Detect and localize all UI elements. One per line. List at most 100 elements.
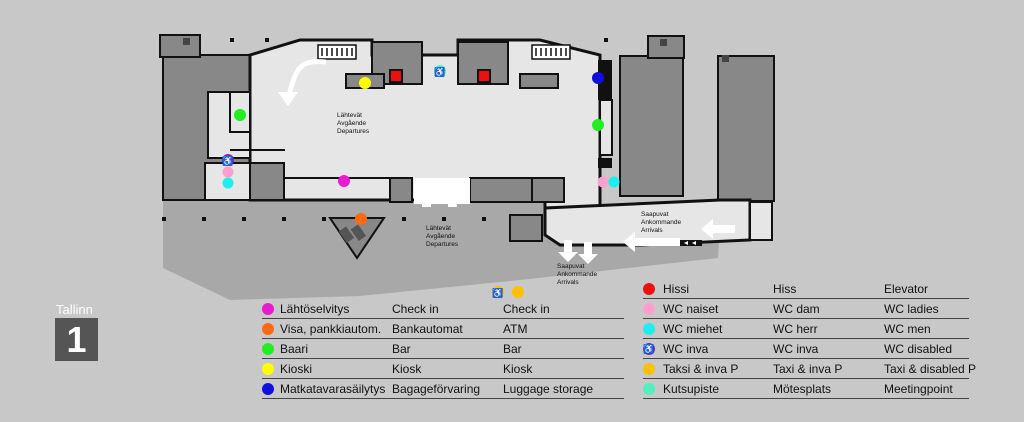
left-tower <box>159 34 201 58</box>
legend-row: Hissi Hiss Elevator <box>643 280 969 299</box>
legend-label-sv: Kiosk <box>392 362 422 376</box>
legend-label-sv: WC inva <box>773 342 819 356</box>
legend-label-en: ATM <box>503 322 528 336</box>
legend-label-fi: WC miehet <box>663 322 723 336</box>
arrow-arrivals-left <box>623 219 735 252</box>
arrivals-label-lower-3: Arrivals <box>557 279 579 286</box>
svg-text:♿: ♿ <box>492 287 503 298</box>
right-building <box>619 55 684 197</box>
legend-divider <box>262 318 624 319</box>
wc-ladies-marker-left <box>222 166 234 178</box>
wc-disabled-marker <box>222 154 234 166</box>
legend-label-en: Kiosk <box>503 362 533 376</box>
legend-label-en: Meetingpoint <box>884 382 953 396</box>
legend-dot-icon <box>643 363 655 375</box>
legend-label-fi: Visa, pankkiautom. <box>280 322 382 336</box>
departures-label-lower-1: Lähtevät <box>426 225 451 232</box>
escalator-left <box>317 44 357 60</box>
legend-dot-icon <box>643 303 655 315</box>
legend-label-en: Luggage storage <box>503 382 594 396</box>
legend-row: Visa, pankkiautom. Bankautomat ATM <box>262 320 624 339</box>
legend-row: WC miehet WC herr WC men <box>643 320 969 339</box>
legend-label-sv: Bankautomat <box>392 322 463 336</box>
legend-label-fi: Kutsupiste <box>663 382 720 396</box>
legend-dot-icon <box>643 283 655 295</box>
legend-label-fi: Hissi <box>663 282 689 296</box>
legend-label-sv: Hiss <box>773 282 797 296</box>
legend-dot-icon <box>262 363 274 375</box>
arrow-departures-curve <box>278 59 327 106</box>
luggage-marker <box>592 72 604 84</box>
atm-marker <box>355 213 367 225</box>
legend-label-en: WC disabled <box>884 342 953 356</box>
legend-divider <box>643 298 969 299</box>
legend-divider <box>262 358 624 359</box>
arrivals-label-right-1: Saapuvat <box>641 211 669 218</box>
legend-label-fi: WC naiset <box>663 302 719 316</box>
legend-label-fi: Matkatavarasäilytys <box>280 382 386 396</box>
bottom-block-1 <box>389 177 413 203</box>
legend-divider <box>262 378 624 379</box>
departures-label-upper-2: Avgående <box>337 119 367 127</box>
legend-label-fi: Lähtöselvitys <box>280 302 350 316</box>
svg-text:♿: ♿ <box>434 66 445 77</box>
departures-label-lower-2: Avgående <box>426 232 456 240</box>
arrow-departures-up <box>416 182 463 207</box>
far-right-building <box>717 55 775 202</box>
wc-ladies-marker-right <box>597 176 609 188</box>
legend-label-en: WC men <box>884 322 931 336</box>
legend-divider <box>643 358 969 359</box>
legend-label-sv: Bagageförvaring <box>392 382 481 396</box>
legend-label-sv: WC dam <box>773 302 820 316</box>
legend-label-en: WC ladies <box>884 302 939 316</box>
legend-dot-icon <box>262 343 274 355</box>
legend-dot-icon <box>262 303 274 315</box>
legend-label-sv: Taxi & inva P <box>773 362 843 376</box>
legend-row: Kioski Kiosk Kiosk <box>262 360 624 379</box>
svg-text:♿: ♿ <box>222 155 233 166</box>
bar-marker-left <box>234 109 246 121</box>
legend-row: Lähtöselvitys Check in Check in <box>262 300 624 319</box>
escalator-right <box>531 44 571 60</box>
terminal-number-badge: 1 <box>55 318 98 361</box>
legend-label-fi: WC inva <box>663 342 709 356</box>
legend-label-sv: Bar <box>392 342 411 356</box>
bottom-block-2 <box>469 177 533 203</box>
elevator-marker-1 <box>389 69 403 83</box>
legend-label-fi: Kioski <box>280 362 313 376</box>
bottom-block-3 <box>531 177 565 203</box>
legend-dot-icon <box>643 383 655 395</box>
legend-label-sv: Mötesplats <box>773 382 832 396</box>
legend-divider <box>643 338 969 339</box>
kiosk-marker <box>359 77 371 89</box>
right-tower <box>647 35 685 59</box>
wheelchair-icon: ♿ <box>643 343 655 355</box>
legend-divider <box>262 338 624 339</box>
legend-dot-icon <box>262 323 274 335</box>
baggage-block <box>509 214 543 242</box>
taxi-marker-2 <box>512 286 524 298</box>
legend-label-en: Check in <box>503 302 550 316</box>
wc-men-marker-left <box>222 177 234 189</box>
legend-divider <box>262 398 624 399</box>
checkin-marker <box>338 175 350 187</box>
arrivals-label-lower-2: Ankommande <box>557 271 597 278</box>
legend-label-sv: Check in <box>392 302 439 316</box>
taxi-marker-1 <box>492 286 504 298</box>
legend-divider <box>643 398 969 399</box>
meetingpoint-marker <box>434 65 446 77</box>
legend-label-sv: WC herr <box>773 322 818 336</box>
legend-row: Kutsupiste Mötesplats Meetingpoint <box>643 380 969 399</box>
departures-label-upper-1: Lähtevät <box>337 112 362 119</box>
legend-row: Matkatavarasäilytys Bagageförvaring Luggag… <box>262 380 624 399</box>
departures-label-upper-3: Departures <box>337 128 370 135</box>
terminal-city-name: Tallinn <box>56 302 93 317</box>
wc-men-marker-right <box>608 176 620 188</box>
legend-label-en: Elevator <box>884 282 929 296</box>
departures-label-lower-3: Departures <box>426 241 459 248</box>
legend-label-en: Bar <box>503 342 522 356</box>
bar-marker-right <box>592 119 604 131</box>
